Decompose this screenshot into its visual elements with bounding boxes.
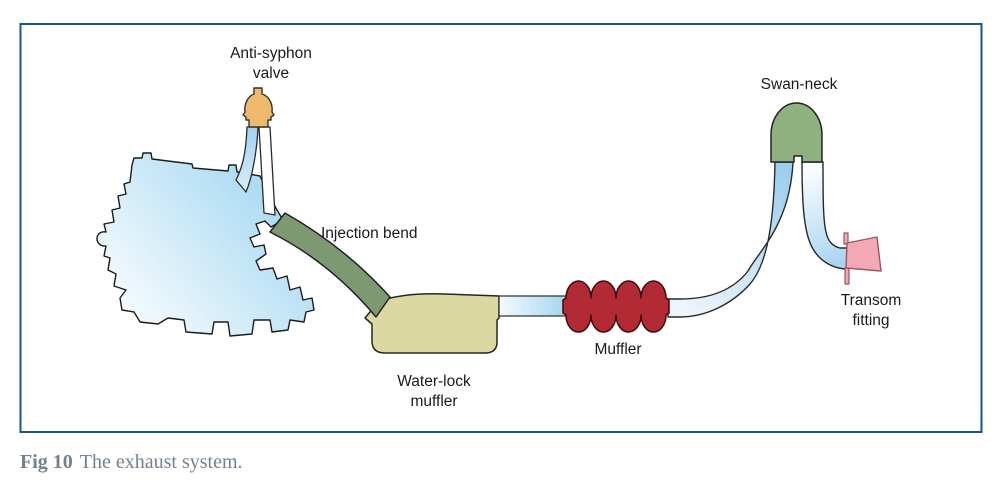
label-anti-syphon-valve: Anti-syphon valve xyxy=(230,45,312,82)
engine-shape xyxy=(96,152,315,337)
swan-neck-left-pipe xyxy=(667,161,794,318)
transom-fitting-pin-bottom xyxy=(844,267,850,285)
outlet-pipe xyxy=(498,295,567,317)
transom-fitting-body xyxy=(845,236,882,272)
figure-caption: Fig 10 The exhaust system. xyxy=(20,451,243,474)
injection-bend-pipe xyxy=(269,212,391,318)
label-transom-fitting: Transom fitting xyxy=(840,292,902,329)
caption-figure-number: Fig 10 xyxy=(20,451,73,473)
label-water-lock-muffler: Water-lock muffler xyxy=(397,373,471,410)
label-injection-bend: Injection bend xyxy=(321,225,418,242)
diagram-frame xyxy=(19,23,983,433)
swan-neck-dome xyxy=(770,102,823,163)
anti-syphon-valve-shape xyxy=(242,87,275,128)
swan-neck-right-pipe xyxy=(801,161,849,270)
label-muffler: Muffler xyxy=(594,341,642,358)
water-lock-muffler-shape xyxy=(364,293,500,354)
riser-pipe-outer xyxy=(235,126,259,193)
label-swan-neck: Swan-neck xyxy=(760,76,838,93)
caption-text: The exhaust system. xyxy=(79,451,243,473)
muffler-bellows xyxy=(562,280,670,333)
